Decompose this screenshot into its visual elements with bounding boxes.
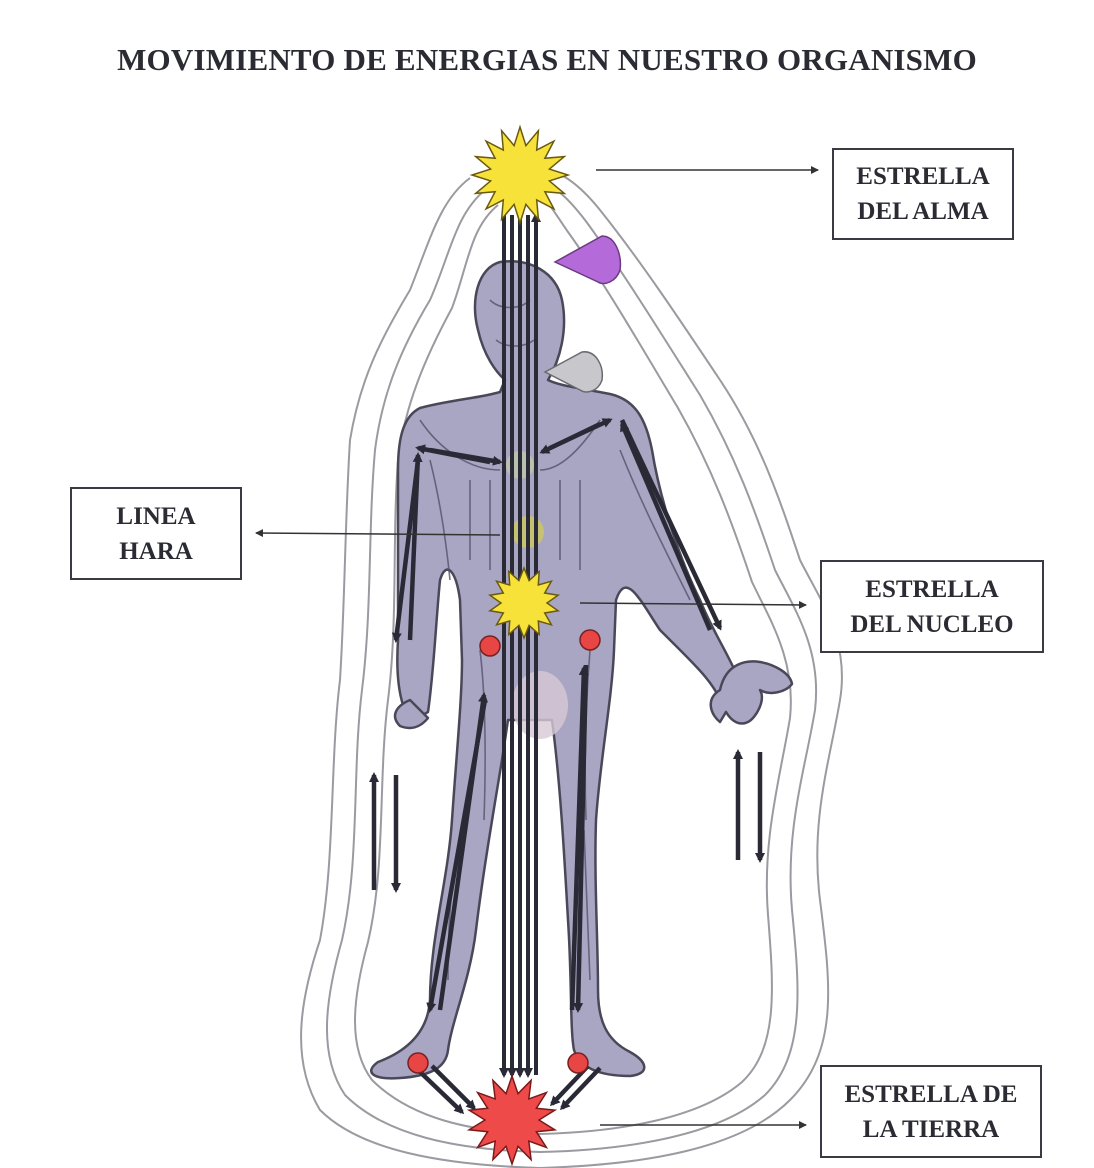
aura-inner [354, 195, 792, 1136]
energy-points [407, 629, 601, 1074]
label-pointers [255, 166, 819, 1129]
label-hara-line-line2: HARA [119, 537, 193, 565]
soul-star [469, 124, 571, 226]
energy-point-right-foot [567, 1052, 589, 1074]
label-core-star-line1: ESTRELLA [865, 575, 999, 603]
hara-line-arrows [499, 212, 541, 1078]
body-torso-legs [370, 260, 746, 1080]
right-hand [709, 660, 794, 725]
aura-outer [300, 167, 843, 1168]
label-soul-star-line2: DEL ALMA [857, 198, 989, 225]
label-earth-star: ESTRELLA DE LA TIERRA [820, 1065, 1042, 1158]
brow-cone [553, 235, 622, 285]
label-hara-line: LINEA HARA [70, 487, 242, 580]
human-body-figure [370, 260, 794, 1080]
label-core-star: ESTRELLA DEL NUCLEO [820, 560, 1044, 653]
pointer-core-star [579, 600, 807, 609]
pointer-hara-line [255, 529, 501, 538]
earth-star [466, 1073, 558, 1167]
throat-cone [543, 351, 604, 393]
aura-outlines [300, 167, 843, 1168]
left-hand [393, 698, 430, 730]
energy-point-right-hip [579, 629, 601, 651]
energy-point-left-hip [479, 635, 501, 657]
label-core-star-line2: DEL NUCLEO [850, 610, 1014, 638]
page-title: MOVIMIENTO DE ENERGIAS EN NUESTRO ORGANI… [117, 42, 977, 77]
label-soul-star-line1: ESTRELLA [856, 163, 990, 190]
core-star [487, 566, 561, 640]
energy-point-left-foot [407, 1052, 429, 1074]
label-hara-line-line1: LINEA [116, 502, 196, 530]
label-earth-star-line2: LA TIERRA [862, 1115, 1000, 1143]
label-earth-star-line1: ESTRELLA DE [844, 1080, 1018, 1108]
aura-middle [325, 181, 818, 1154]
label-soul-star: ESTRELLA DEL ALMA [832, 148, 1014, 240]
energy-flow-arrows [369, 417, 765, 1115]
